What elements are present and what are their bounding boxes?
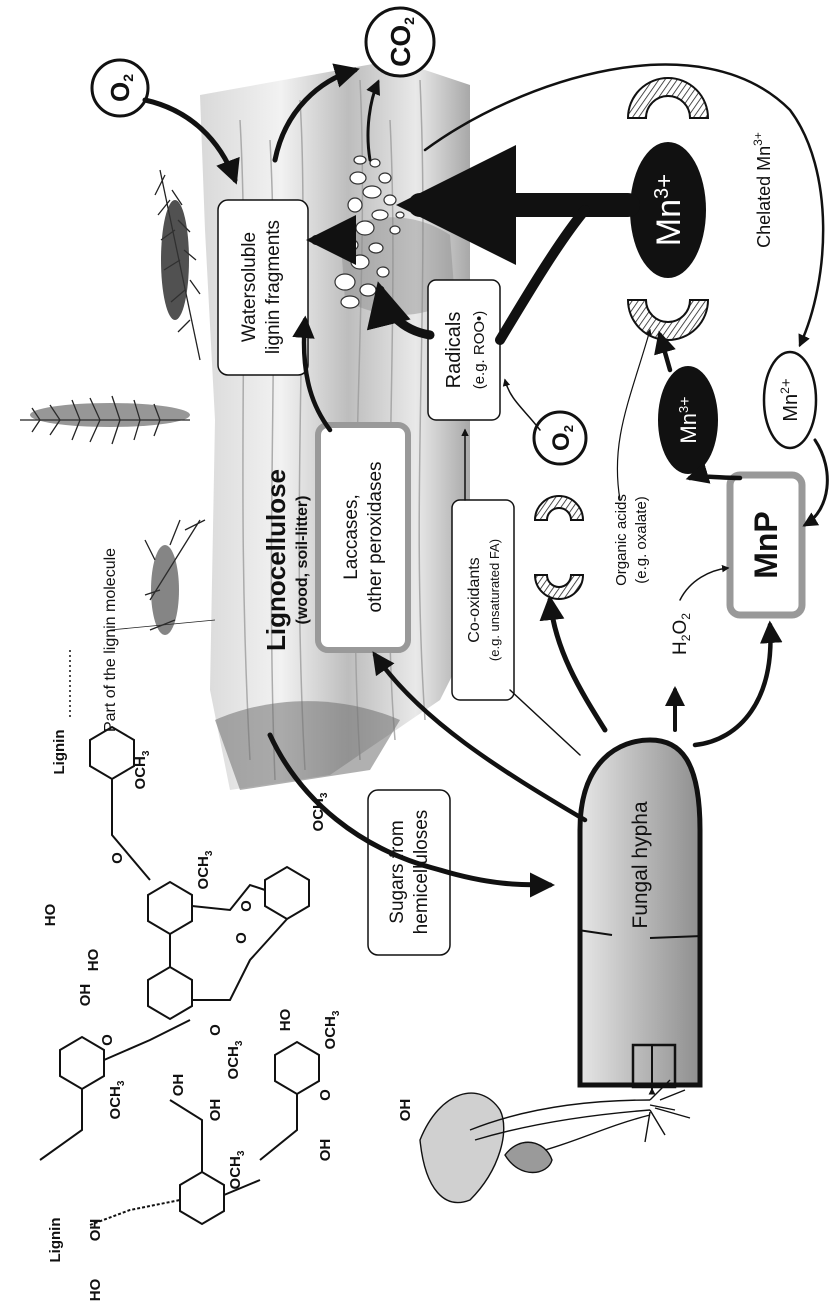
svg-text:Mn3+: Mn3+	[676, 396, 701, 443]
svg-text:HO: HO	[42, 903, 59, 926]
svg-text:OCH3: OCH3	[107, 1080, 127, 1119]
fungal-hypha: Fungal hypha	[577, 737, 703, 1088]
svg-text:OH: OH	[207, 1099, 224, 1122]
svg-text:O2: O2	[548, 425, 576, 451]
svg-text:Co-oxidants: Co-oxidants	[466, 557, 483, 642]
mn3-small: Mn3+	[658, 366, 718, 474]
sugars-box: Sugars from hemicelluloses	[367, 789, 451, 956]
tree-blobs	[30, 200, 190, 635]
svg-text:MnP: MnP	[748, 511, 784, 579]
h2o2-label: H2O2	[670, 613, 693, 655]
chelator-small-pair	[533, 495, 585, 600]
svg-text:OH: OH	[77, 984, 94, 1007]
svg-text:Mn2+: Mn2+	[778, 378, 802, 421]
svg-text:O: O	[233, 932, 250, 944]
svg-text:O: O	[207, 1024, 224, 1036]
lignin-molecule	[39, 725, 320, 1226]
svg-text:Lignocellulose: Lignocellulose	[261, 469, 291, 651]
chelated-mn-label: Chelated Mn3+	[751, 132, 774, 248]
svg-text:Part of the lignin molecule: Part of the lignin molecule	[102, 548, 119, 732]
wood-dark-patch	[215, 701, 400, 790]
lignin-molecule-labels: Lignin Lignin OCH3 OCH3 OCH3 OCH3 OCH3 O…	[42, 730, 414, 1302]
mn2: Mn2+	[762, 350, 818, 450]
part-of-lignin-label: Part of the lignin molecule	[102, 548, 119, 732]
svg-text:other peroxidases: other peroxidases	[365, 461, 386, 612]
svg-text:OH: OH	[397, 1099, 414, 1122]
svg-text:OCH3: OCH3	[132, 750, 152, 789]
co2-circle: CO2	[364, 6, 436, 78]
radicals-box: Radicals (e.g. ROO•)	[427, 279, 501, 421]
svg-text:(e.g. oxalate): (e.g. oxalate)	[633, 496, 650, 584]
svg-text:OCH3: OCH3	[195, 850, 215, 889]
svg-text:(e.g. ROO•): (e.g. ROO•)	[471, 311, 488, 390]
svg-text:hemicelluloses: hemicelluloses	[411, 810, 432, 935]
mnp-box: MnP	[726, 471, 806, 619]
organic-acids-label: Organic acids (e.g. oxalate)	[613, 494, 650, 586]
svg-text:CO2: CO2	[385, 17, 417, 67]
svg-text:(e.g. unsaturated FA): (e.g. unsaturated FA)	[487, 539, 502, 661]
svg-text:Fungal hypha: Fungal hypha	[629, 801, 652, 929]
svg-text:lignin fragments: lignin fragments	[263, 220, 284, 354]
arrows	[142, 63, 829, 1095]
svg-text:Lignin: Lignin	[47, 1218, 64, 1263]
svg-text:Lignin: Lignin	[51, 730, 68, 775]
svg-text:HO: HO	[87, 1278, 104, 1301]
svg-text:OCH3: OCH3	[225, 1040, 245, 1079]
svg-text:Watersoluble: Watersoluble	[239, 232, 260, 342]
svg-text:O: O	[238, 900, 255, 912]
o2-middle: O2	[532, 410, 588, 466]
svg-text:OCH3: OCH3	[322, 1010, 342, 1049]
laccases-box: Laccases, other peroxidases	[315, 422, 411, 653]
svg-text:(wood, soil-litter): (wood, soil-litter)	[294, 496, 311, 625]
svg-text:Radicals: Radicals	[443, 312, 465, 389]
cooxidants-box: Co-oxidants (e.g. unsaturated FA)	[451, 499, 515, 701]
svg-text:H2O2: H2O2	[670, 613, 693, 655]
svg-text:HO: HO	[85, 948, 102, 971]
svg-text:OH: OH	[317, 1139, 334, 1162]
svg-text:OH: OH	[170, 1074, 187, 1097]
svg-text:Laccases,: Laccases,	[341, 494, 362, 580]
svg-text:O: O	[317, 1089, 334, 1101]
svg-text:HO: HO	[277, 1008, 294, 1031]
mushroom-sketch	[419, 1043, 691, 1204]
svg-text:O2: O2	[105, 74, 136, 102]
watersoluble-box: Watersoluble lignin fragments	[217, 199, 309, 376]
wood-grain	[239, 79, 426, 781]
svg-text:Organic acids: Organic acids	[613, 494, 630, 586]
svg-text:OCH3: OCH3	[227, 1150, 247, 1189]
o2-top: O2	[90, 58, 150, 118]
svg-text:Sugars from: Sugars from	[387, 820, 408, 923]
svg-text:O: O	[99, 1034, 116, 1046]
svg-text:Mn3+: Mn3+	[650, 174, 688, 246]
svg-text:O: O	[109, 852, 126, 864]
svg-text:Chelated Mn3+: Chelated Mn3+	[751, 132, 774, 248]
svg-text:OH: OH	[87, 1219, 104, 1242]
lignocellulose-label: Lignocellulose (wood, soil-litter)	[261, 469, 311, 651]
chelated-mn3-complex: Mn3+	[626, 77, 710, 341]
